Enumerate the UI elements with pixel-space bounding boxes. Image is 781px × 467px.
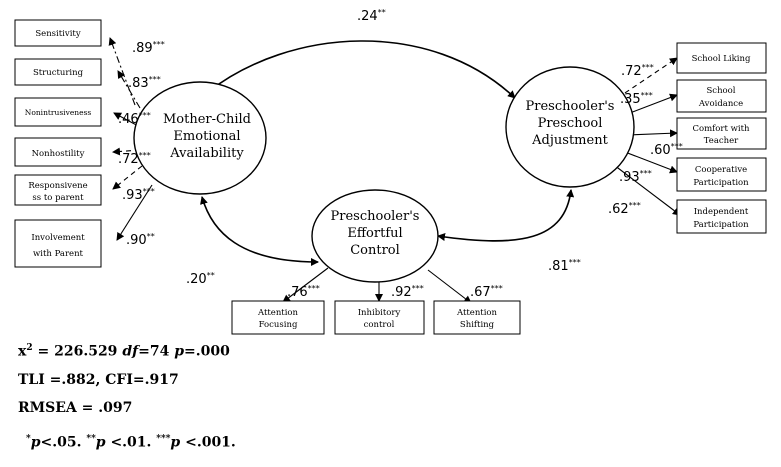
svg-text:with Parent: with Parent [33,249,84,259]
path-mother-adjustment [207,40,516,99]
indicator-independent: Independent Participation [676,199,767,234]
latent-preschool-adjustment: Preschooler's Preschool Adjustment [505,66,635,188]
loading-involvement: .90** [126,232,155,248]
loading-comfort-teacher: .60*** [650,142,683,158]
loading-school-liking: .72*** [621,63,654,79]
loading-attention-focusing: .76*** [287,284,320,300]
indicator-involvement: Involvement with Parent [14,219,102,268]
arrow-involvement [116,184,153,241]
coef-mother-adjustment: .24** [357,8,386,24]
svg-text:Independent: Independent [694,207,749,217]
svg-text:School: School [706,86,735,96]
loading-nonhostility: .72*** [118,151,151,167]
indicator-responsiveness: Responsivene ss to parent [14,174,102,206]
indicator-school-liking: School Liking [676,42,767,74]
latent-mother-line2: Emotional [173,129,240,144]
loading-attention-shifting: .67*** [470,284,503,300]
latent-control-line3: Control [350,243,400,258]
indicator-attention-focusing: Attention Focusing [231,300,325,335]
indicator-sensitivity: Sensitivity [14,19,102,47]
arrow-responsiveness [112,165,143,190]
loading-structuring: .83*** [128,75,161,91]
svg-text:Focusing: Focusing [259,320,298,330]
coef-mother-control: .20** [186,271,215,287]
svg-text:Responsivene: Responsivene [28,181,87,191]
latent-adjust-line1: Preschooler's [526,99,615,114]
svg-text:Participation: Participation [693,178,749,188]
significance-note: *p<.05. **p <.01. ***p <.001. [26,434,236,451]
loading-school-avoidance: .35*** [620,91,653,107]
latent-adjust-line3: Adjustment [531,133,608,148]
svg-text:ss to parent: ss to parent [32,193,84,203]
svg-text:Comfort with: Comfort with [692,124,750,134]
latent-effortful-control: Preschooler's Effortful Control [311,189,439,283]
svg-text:Shifting: Shifting [460,320,495,330]
loading-independent: .62*** [608,201,641,217]
arrow-structuring [117,70,141,109]
coef-control-adjustment: .81*** [548,258,581,274]
latent-adjust-line2: Preschool [538,116,603,131]
indicator-inhibitory-control: Inhibitory control [334,300,425,335]
arrow-independent [613,164,681,216]
arrow-comfort-teacher [627,129,678,138]
indicator-cooperative: Cooperative Participation [676,157,767,192]
loading-inhibitory-control: .92*** [391,284,424,300]
loading-cooperative: .93*** [619,169,652,185]
indicator-attention-shifting: Attention Shifting [433,300,521,335]
indicator-nonintrusiveness: Nonintrusiveness [14,97,102,127]
sem-path-diagram: Mother-Child Emotional Availability Pres… [14,8,767,335]
svg-text:Attention: Attention [257,308,299,318]
svg-text:Structuring: Structuring [33,68,84,78]
latent-control-line2: Effortful [347,226,402,241]
indicator-nonhostility: Nonhostility [14,137,102,167]
svg-text:Nonhostility: Nonhostility [32,149,85,159]
arrow-attention-focusing [282,267,329,303]
svg-text:Sensitivity: Sensitivity [35,29,80,39]
svg-text:Teacher: Teacher [704,136,739,146]
latent-mother-line1: Mother-Child [163,112,251,127]
indicator-comfort-teacher: Comfort with Teacher [676,117,767,150]
svg-text:School Liking: School Liking [692,54,751,64]
latent-mother-line3: Availability [169,146,244,161]
fit-rmsea: RMSEA = .097 [18,400,133,416]
svg-text:Inhibitory: Inhibitory [358,308,401,318]
svg-text:Avoidance: Avoidance [698,99,743,109]
latent-mother-child: Mother-Child Emotional Availability [133,81,267,195]
path-control-adjustment [437,189,575,242]
loading-responsiveness: .93*** [122,187,155,203]
svg-text:Cooperative: Cooperative [695,165,747,175]
indicator-school-avoidance: School Avoidance [676,79,767,113]
latent-control-line1: Preschooler's [331,209,420,224]
indicator-structuring: Structuring [14,58,102,86]
fit-chi-square: x2 = 226.529 df=74 p=.000 [18,343,230,360]
loading-nonintrusiveness: .46*** [118,111,151,127]
svg-text:Involvement: Involvement [31,233,85,243]
svg-text:Nonintrusiveness: Nonintrusiveness [25,108,92,117]
path-mother-control [200,196,319,266]
loading-sensitivity: .89*** [132,40,165,56]
svg-text:control: control [364,320,395,330]
svg-text:Attention: Attention [456,308,498,318]
fit-tli-cfi: TLI =.882, CFI=.917 [18,372,179,388]
arrow-attention-shifting [427,269,472,304]
svg-text:Participation: Participation [693,220,749,230]
arrow-cooperative [624,151,678,174]
